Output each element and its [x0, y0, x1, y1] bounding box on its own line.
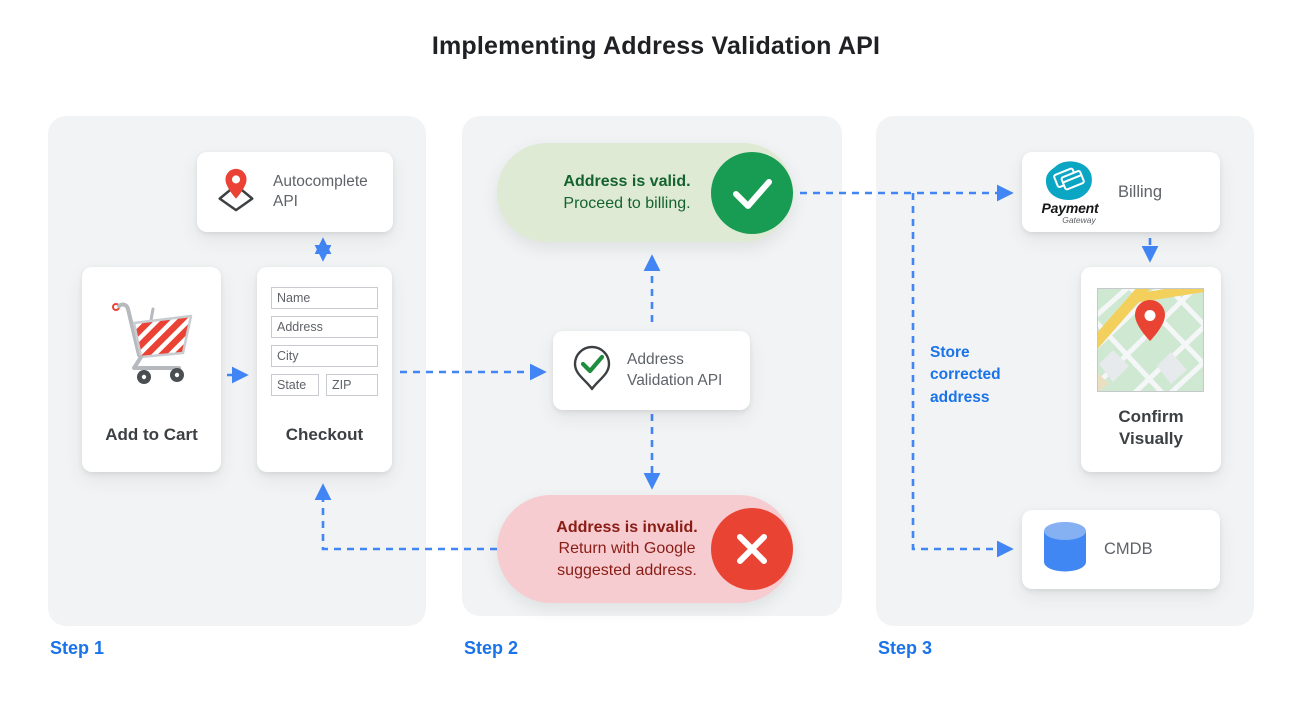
- check-circle-icon: [711, 151, 793, 234]
- address-validation-api-label: Address Validation API: [627, 351, 723, 389]
- billing-card: Payment Gateway Billing: [1022, 152, 1220, 232]
- page-title: Implementing Address Validation API: [431, 32, 881, 60]
- add-to-cart-label: Add to Cart: [105, 424, 198, 444]
- checkout-label: Checkout: [285, 424, 364, 444]
- gateway-logo-text: Gateway: [1062, 214, 1096, 225]
- x-circle-icon: [711, 508, 793, 590]
- store-corrected-address-note: Store corrected address: [930, 344, 1001, 406]
- valid-subtext: Proceed to billing.: [563, 194, 691, 212]
- billing-label: Billing: [1118, 182, 1163, 201]
- cmdb-label: CMDB: [1104, 540, 1153, 558]
- address-field: Address: [271, 316, 378, 338]
- payment-logo-text: Payment: [1041, 199, 1099, 216]
- map-pin-diamond-icon: [213, 167, 259, 218]
- zip-field: ZIP: [326, 374, 378, 396]
- address-valid-banner: Address is valid. Proceed to billing.: [497, 143, 793, 242]
- payment-gateway-logo: Payment Gateway: [1038, 160, 1102, 225]
- map-thumbnail: [1083, 274, 1217, 402]
- step2-label: Step 2: [464, 638, 519, 658]
- confirm-visually-label: Confirm Visually: [1118, 406, 1184, 448]
- cmdb-card: CMDB: [1022, 510, 1220, 589]
- autocomplete-api-card: Autocomplete API: [197, 152, 393, 232]
- checkout-card: Name Address City State ZIP Checkout: [257, 267, 392, 472]
- address-validation-api-card: Address Validation API: [553, 331, 750, 410]
- name-field: Name: [271, 287, 378, 309]
- city-field: City: [271, 345, 378, 367]
- add-to-cart-card: Add to Cart: [82, 267, 221, 472]
- shopping-cart-icon: [104, 293, 200, 394]
- step1-label: Step 1: [50, 638, 105, 658]
- state-field: State: [271, 374, 319, 396]
- valid-headline: Address is valid.: [563, 173, 691, 191]
- database-icon: [1042, 520, 1088, 579]
- address-invalid-banner: Address is invalid. Return with Google s…: [497, 495, 793, 603]
- step3-label: Step 3: [878, 638, 933, 658]
- invalid-subtext: Return with Google suggested address.: [557, 540, 697, 579]
- map-pin-check-icon: [571, 345, 613, 396]
- autocomplete-api-label: Autocomplete API: [273, 172, 368, 210]
- confirm-visually-card: Confirm Visually: [1081, 267, 1221, 472]
- invalid-headline: Address is invalid.: [556, 519, 698, 537]
